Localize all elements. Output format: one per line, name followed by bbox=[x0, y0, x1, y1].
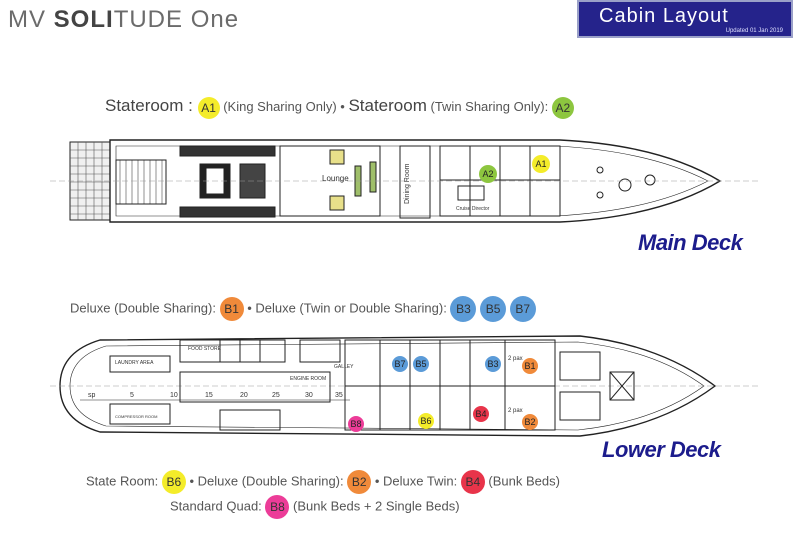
marker-b5: B5 bbox=[413, 356, 429, 372]
pax-label: 2 pax bbox=[508, 408, 523, 414]
bottom-legend-row-2: Standard Quad: B8 (Bunk Beds + 2 Single … bbox=[170, 495, 460, 519]
frame-label: 25 bbox=[272, 392, 280, 399]
marker-b2: B2 bbox=[522, 414, 538, 430]
marker-b1: B1 bbox=[522, 358, 538, 374]
frame-label: 15 bbox=[205, 392, 213, 399]
marker-b4: B4 bbox=[473, 406, 489, 422]
chip-b7: B7 bbox=[509, 296, 536, 322]
chip-a2: A2 bbox=[551, 96, 574, 119]
room-engine: ENGINE ROOM bbox=[290, 376, 327, 382]
marker-b7: B7 bbox=[392, 356, 408, 372]
room-galley: GALLEY bbox=[334, 364, 354, 370]
bottom-legend-row-1: State Room: B6 • Deluxe (Double Sharing)… bbox=[86, 470, 560, 494]
frame-label: 10 bbox=[170, 392, 178, 399]
frame-label: 30 bbox=[305, 392, 313, 399]
chip-b2: B2 bbox=[347, 470, 372, 494]
chip-b6: B6 bbox=[161, 470, 186, 494]
chip-b1: B1 bbox=[219, 297, 244, 321]
frame-label: 20 bbox=[240, 392, 248, 399]
room-food-store: FOOD STORE bbox=[188, 346, 221, 352]
main-deck-legend: Stateroom : A1 (King Sharing Only) • Sta… bbox=[105, 96, 574, 119]
marker-a2: A2 bbox=[479, 165, 497, 183]
room-compressor: COMPRESSOR ROOM bbox=[115, 414, 158, 419]
frame-label: sp bbox=[88, 392, 96, 399]
lower-deck-plan bbox=[50, 335, 760, 437]
room-lounge: Lounge bbox=[322, 174, 349, 183]
chip-b8: B8 bbox=[265, 495, 290, 519]
marker-b8: B8 bbox=[348, 416, 364, 432]
cabin-layout-badge: Cabin Layout Updated 01 Jan 2019 bbox=[577, 0, 793, 38]
lower-deck-label: Lower Deck bbox=[602, 437, 721, 462]
badge-title: Cabin Layout bbox=[599, 5, 729, 27]
room-dining: Dining Room bbox=[404, 163, 411, 204]
chip-a1: A1 bbox=[197, 96, 220, 119]
marker-b6: B6 bbox=[418, 413, 434, 429]
frame-label: 5 bbox=[130, 392, 134, 399]
chip-b5: B5 bbox=[480, 296, 507, 322]
badge-updated: Updated 01 Jan 2019 bbox=[725, 28, 783, 34]
page-title: MV SOLITUDE One bbox=[8, 6, 240, 33]
main-deck-label: Main Deck bbox=[638, 230, 743, 255]
frame-label: 35 bbox=[335, 392, 343, 399]
lower-deck-legend: Deluxe (Double Sharing): B1 • Deluxe (Tw… bbox=[70, 296, 536, 322]
main-deck-plan bbox=[50, 139, 760, 223]
marker-b3: B3 bbox=[485, 356, 501, 372]
room-cruise-director: Cruise Director bbox=[456, 206, 490, 212]
pax-label: 2 pax bbox=[508, 356, 523, 362]
chip-b3: B3 bbox=[450, 296, 477, 322]
room-laundry: LAUNDRY AREA bbox=[115, 360, 154, 366]
marker-a1: A1 bbox=[532, 155, 550, 173]
chip-b4: B4 bbox=[460, 470, 485, 494]
